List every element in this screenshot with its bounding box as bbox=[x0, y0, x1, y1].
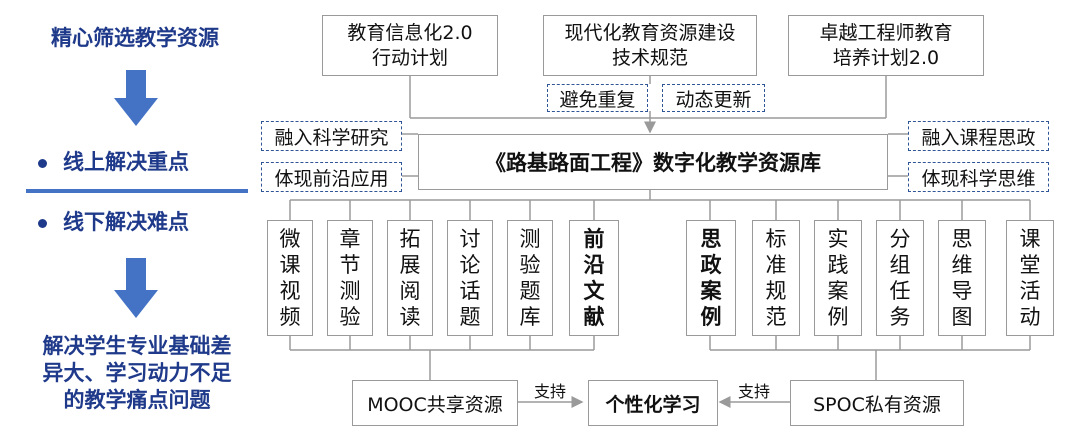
personalized-learning: 个性化学习 bbox=[588, 380, 718, 426]
bullet-online-label: 线上解决重点 bbox=[63, 150, 189, 174]
resource-practice-cases: 实践案例实践案例 bbox=[814, 220, 862, 336]
bullet-offline: 线下解决难点 bbox=[38, 206, 189, 236]
resource-char: 题 bbox=[519, 279, 541, 303]
resource-char: 务 bbox=[889, 305, 911, 329]
resource-char: 动 bbox=[1019, 305, 1041, 329]
resource-char: 分 bbox=[889, 227, 911, 251]
tag-integrate-research: 融入科学研究 bbox=[261, 121, 402, 151]
resource-char: 验 bbox=[519, 253, 541, 277]
resource-char: 导 bbox=[951, 279, 973, 303]
resource-chapter-quiz: 章节测验章节测验 bbox=[327, 220, 373, 336]
resource-char: 案 bbox=[700, 279, 722, 303]
resource-char: 前 bbox=[583, 227, 605, 251]
source-line: 教育信息化2.0 bbox=[347, 21, 473, 44]
resource-char: 课 bbox=[279, 253, 301, 277]
tag-ideological-education: 融入课程思政 bbox=[908, 121, 1049, 151]
resource-char: 献 bbox=[583, 305, 605, 329]
bullet-dot bbox=[38, 158, 47, 168]
resource-char: 测 bbox=[339, 279, 361, 303]
principle-dynamic-update: 动态更新 bbox=[662, 84, 765, 112]
support-label-left: 支持 bbox=[534, 382, 567, 401]
resource-char: 任 bbox=[889, 279, 911, 303]
conclusion-line-3: 的教学痛点问题 bbox=[63, 388, 211, 412]
mooc-shared-resources: MOOC共享资源 bbox=[352, 380, 518, 426]
resource-char: 讨 bbox=[459, 227, 481, 251]
resource-char: 课 bbox=[1019, 227, 1041, 251]
resource-char: 阅 bbox=[399, 279, 421, 303]
resource-char: 组 bbox=[889, 253, 911, 277]
conclusion-text: 解决学生专业基础差 异大、学习动力不足 的教学痛点问题 bbox=[22, 333, 252, 414]
resource-extended-reading: 拓展阅读拓展阅读 bbox=[387, 220, 433, 336]
resource-char: 维 bbox=[951, 253, 973, 277]
resource-char: 话 bbox=[459, 279, 481, 303]
source-box-tech-spec: 现代化教育资源建设 技术规范 bbox=[543, 15, 757, 76]
conclusion-line-2: 异大、学习动力不足 bbox=[42, 361, 232, 385]
resource-char: 规 bbox=[765, 279, 787, 303]
spoc-private-resources: SPOC私有资源 bbox=[790, 380, 964, 426]
down-arrows bbox=[114, 70, 158, 318]
resource-char: 章 bbox=[339, 227, 361, 251]
resource-char: 思 bbox=[951, 227, 973, 251]
resource-char: 图 bbox=[951, 305, 973, 329]
resource-char: 堂 bbox=[1019, 253, 1041, 277]
resource-char: 践 bbox=[827, 253, 849, 277]
tag-scientific-thinking: 体现科学思维 bbox=[908, 162, 1049, 192]
resource-char: 题 bbox=[459, 305, 481, 329]
source-line: 培养计划2.0 bbox=[832, 46, 940, 69]
source-line: 卓越工程师教育 bbox=[819, 21, 953, 44]
resource-micro-video: 微课视频微课视频 bbox=[267, 220, 313, 336]
resource-char: 验 bbox=[339, 305, 361, 329]
resource-standards: 标准规范标准规范 bbox=[752, 220, 800, 336]
resource-char: 活 bbox=[1019, 279, 1041, 303]
resource-mind-maps: 思维导图思维导图 bbox=[938, 220, 986, 336]
resource-char: 沿 bbox=[583, 253, 605, 277]
source-line: 行动计划 bbox=[371, 46, 448, 69]
resource-char: 读 bbox=[399, 305, 421, 329]
resource-char: 论 bbox=[459, 253, 481, 277]
resource-char: 库 bbox=[519, 305, 541, 329]
source-line: 现代化教育资源建设 bbox=[564, 21, 736, 44]
resource-char: 展 bbox=[399, 253, 421, 277]
support-label-right: 支持 bbox=[738, 382, 771, 401]
conclusion-line-1: 解决学生专业基础差 bbox=[42, 334, 232, 358]
resource-char: 案 bbox=[827, 279, 849, 303]
resource-char: 测 bbox=[519, 227, 541, 251]
core-resource-library: 《路基路面工程》数字化教学资源库 bbox=[418, 134, 888, 190]
resource-ideological-cases: 思政案例思政案例 bbox=[686, 220, 736, 336]
bullet-offline-label: 线下解决难点 bbox=[63, 210, 189, 234]
resource-char: 范 bbox=[765, 305, 787, 329]
principle-avoid-duplication: 避免重复 bbox=[547, 84, 648, 112]
source-box-engineer: 卓越工程师教育 培养计划2.0 bbox=[788, 15, 984, 76]
source-box-info2: 教育信息化2.0 行动计划 bbox=[322, 15, 498, 76]
resource-char: 标 bbox=[765, 227, 787, 251]
resource-char: 文 bbox=[583, 279, 605, 303]
left-panel-title: 精心筛选教学资源 bbox=[51, 26, 219, 50]
resource-char: 实 bbox=[827, 227, 849, 251]
resource-question-bank: 测验题库测验题库 bbox=[507, 220, 553, 336]
resource-char: 节 bbox=[339, 253, 361, 277]
resource-group-tasks: 分组任务分组任务 bbox=[876, 220, 924, 336]
resource-discussion-topics: 讨论话题讨论话题 bbox=[447, 220, 493, 336]
resource-char: 拓 bbox=[399, 227, 421, 251]
source-line: 技术规范 bbox=[611, 46, 688, 69]
bullet-dot bbox=[38, 218, 47, 228]
resource-char: 例 bbox=[700, 305, 722, 329]
tag-frontier-application: 体现前沿应用 bbox=[261, 162, 402, 192]
resource-char: 频 bbox=[279, 305, 301, 329]
resource-char: 微 bbox=[279, 227, 301, 251]
resource-class-activities: 课堂活动课堂活动 bbox=[1006, 220, 1054, 336]
resource-char: 视 bbox=[279, 279, 301, 303]
bullet-online: 线上解决重点 bbox=[38, 146, 189, 176]
resource-frontier-literature: 前沿文献前沿文献 bbox=[569, 220, 619, 336]
resource-char: 政 bbox=[700, 253, 722, 277]
resource-char: 准 bbox=[765, 253, 787, 277]
resource-char: 例 bbox=[827, 305, 849, 329]
resource-char: 思 bbox=[700, 227, 722, 251]
